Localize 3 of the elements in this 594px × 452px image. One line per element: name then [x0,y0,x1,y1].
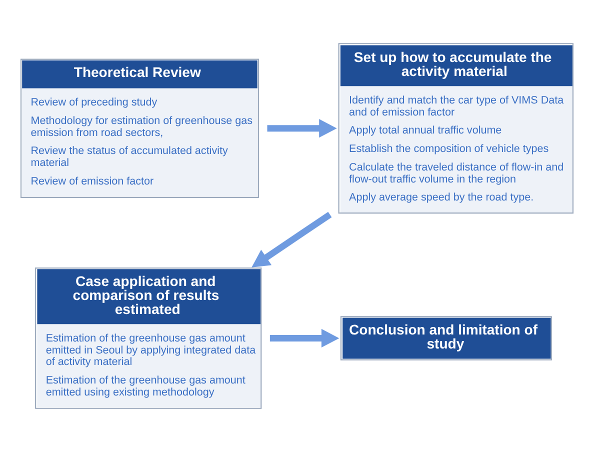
arrow [270,328,340,348]
arrow [267,119,337,138]
arrow [252,212,332,268]
